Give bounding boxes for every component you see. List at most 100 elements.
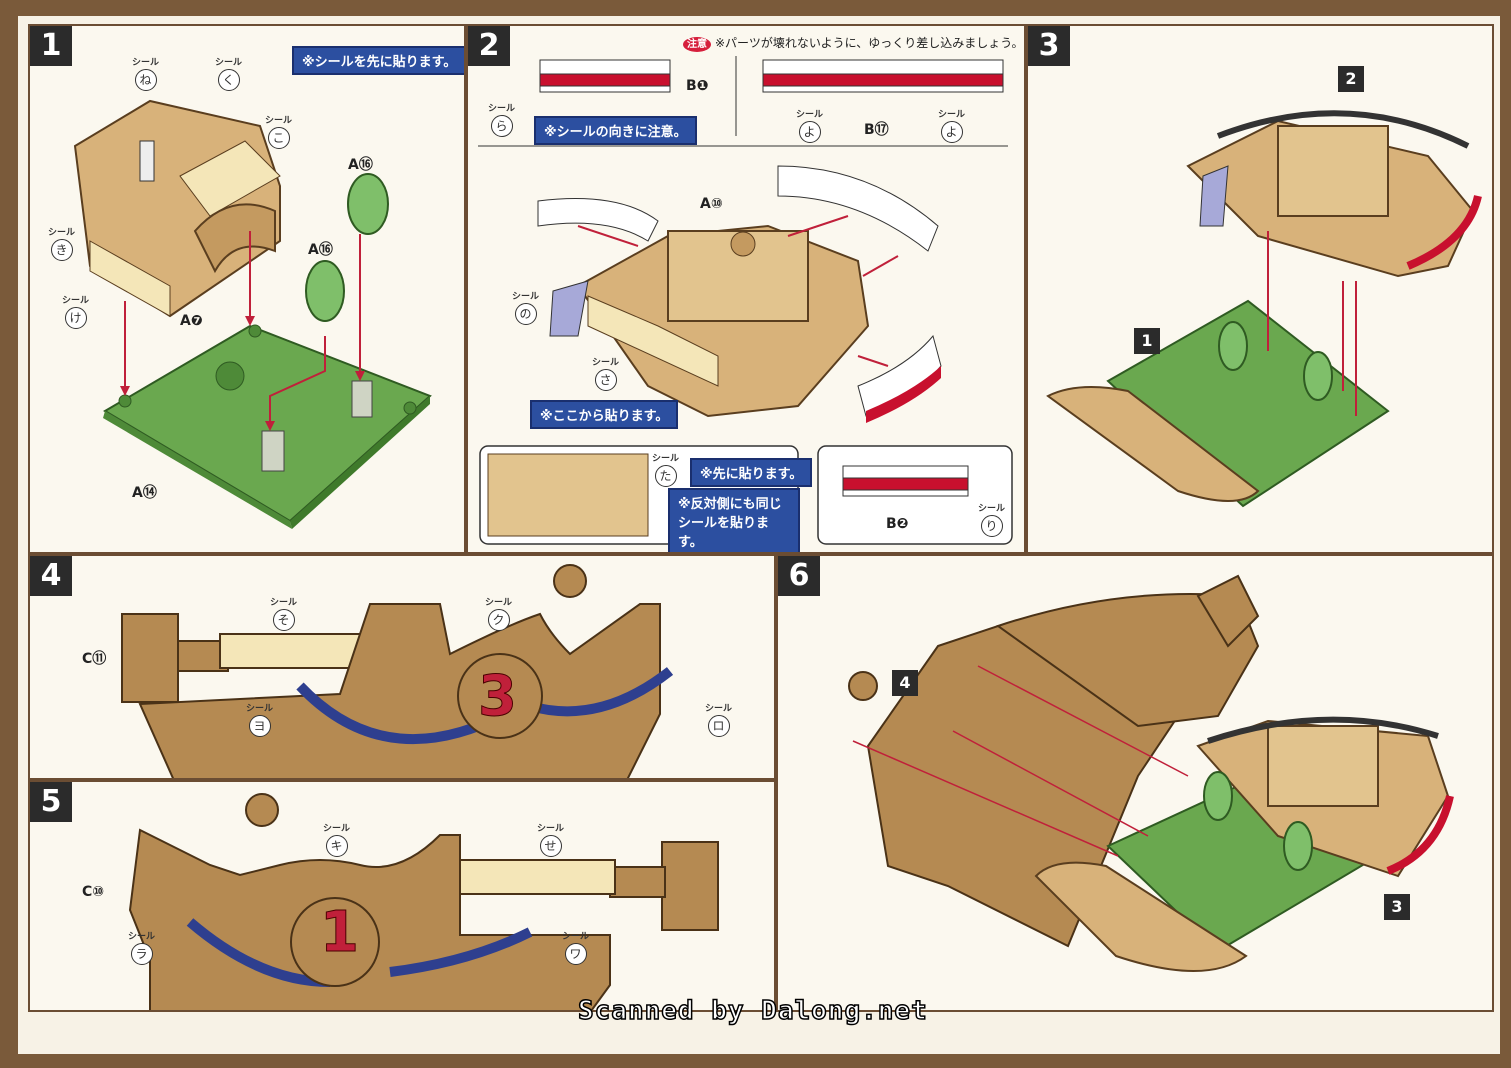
seal-word: シール xyxy=(323,824,351,834)
scan-credit: Scanned by Dalong.net xyxy=(577,995,928,1027)
seal-char: こ xyxy=(267,127,290,149)
seal-word: シール xyxy=(246,704,274,714)
seal-label-ko: シールこ xyxy=(265,116,292,149)
seal-label-ku-kata: シールク xyxy=(485,598,512,631)
seal-word: シール xyxy=(537,824,565,834)
seal-label-ra: シールら xyxy=(488,104,515,137)
seal-char: ら xyxy=(490,115,513,137)
seal-char: り xyxy=(980,515,1003,537)
part-label-c10: C⑩ xyxy=(82,884,105,900)
step-number: 2 xyxy=(468,26,510,66)
step-6-illustration xyxy=(848,574,1454,972)
step-number: 1 xyxy=(30,26,72,66)
seal-char: よ xyxy=(940,121,963,143)
seal-label-wa-kata: シールワ xyxy=(562,932,589,965)
hull-number-1: 1 xyxy=(320,900,360,966)
seal-word: シール xyxy=(592,358,620,368)
part-label-a10: A⑩ xyxy=(700,196,723,212)
part-label-b17: B⑰ xyxy=(864,122,889,138)
hull-number-3: 3 xyxy=(478,664,518,730)
seal-label-ra-kata: シールラ xyxy=(128,932,155,965)
seal-word: シール xyxy=(215,58,243,68)
seal-word: シール xyxy=(265,116,293,126)
seal-word: シール xyxy=(270,598,298,608)
part-label-c11: C⑪ xyxy=(82,651,107,667)
seal-word: シール xyxy=(938,110,966,120)
part-label-a14: A⑭ xyxy=(132,485,157,501)
step-1-illustration xyxy=(73,99,432,529)
seal-word: シール xyxy=(132,58,160,68)
step-number: 4 xyxy=(30,556,72,596)
seal-label-ki: シールき xyxy=(48,228,75,261)
step-2-panel: 2 注意 ※パーツが壊れないように、ゆっくり差し込みましょう。 xyxy=(466,24,1026,554)
seal-char: け xyxy=(64,307,87,329)
seal-word: シール xyxy=(488,104,516,114)
seal-char: た xyxy=(654,465,677,487)
step-5-panel: 5 C⑩ 1 シールキ シールせ シールラ シールワ xyxy=(28,780,776,1012)
step-3-illustration xyxy=(1046,110,1482,508)
ref-step-2: 2 xyxy=(1338,66,1364,92)
seal-label-se: シールせ xyxy=(537,824,564,857)
seal-char: キ xyxy=(325,835,348,857)
seal-word: シール xyxy=(705,704,733,714)
seal-label-ke: シールけ xyxy=(62,296,89,329)
seal-word: シール xyxy=(512,292,540,302)
seal-char: ロ xyxy=(707,715,730,737)
seal-char: ね xyxy=(134,69,157,91)
seal-char: ク xyxy=(487,609,510,631)
note-seal-first: ※シールを先に貼ります。 xyxy=(292,46,464,75)
seal-label-ne: シールね xyxy=(132,58,159,91)
caution-badge: 注意 xyxy=(683,37,711,52)
part-label-a16: A⑯ xyxy=(308,242,333,258)
seal-word: シール xyxy=(652,454,680,464)
part-label-b2: B❷ xyxy=(886,516,909,532)
seal-label-ki-kata: シールキ xyxy=(323,824,350,857)
seal-char: よ xyxy=(798,121,821,143)
seal-label-yo-kata: シールヨ xyxy=(246,704,273,737)
ref-step-3: 3 xyxy=(1384,894,1410,920)
ref-step-1: 1 xyxy=(1134,328,1160,354)
seal-label-yo: シールよ xyxy=(938,110,965,143)
step-number: 5 xyxy=(30,782,72,822)
part-label-a16: A⑯ xyxy=(348,157,373,173)
ref-step-4: 4 xyxy=(892,670,918,696)
seal-char: ワ xyxy=(564,943,587,965)
seal-label-ro-kata: シールロ xyxy=(705,704,732,737)
seal-char: の xyxy=(514,303,537,325)
step-5-illustration xyxy=(128,793,719,1010)
note-apply-first: ※先に貼ります。 xyxy=(690,458,813,487)
seal-word: シール xyxy=(796,110,824,120)
step-6-panel: 6 4 3 xyxy=(776,554,1494,1012)
seal-label-ta: シールた xyxy=(652,454,679,487)
seal-label-sa: シールさ xyxy=(592,358,619,391)
seal-word: シール xyxy=(485,598,513,608)
note-opposite-side: ※反対側にも同じ シールを貼ります。 xyxy=(668,488,800,552)
seal-label-ri: シールり xyxy=(978,504,1005,537)
part-label-a7: A❼ xyxy=(180,313,203,329)
seal-char: く xyxy=(217,69,240,91)
seal-word: シール xyxy=(128,932,156,942)
seal-char: せ xyxy=(539,835,562,857)
seal-label-ku: シールく xyxy=(215,58,242,91)
seal-word: シール xyxy=(562,932,590,942)
seal-char: ラ xyxy=(130,943,153,965)
step-4-panel: 4 C⑪ 3 シールそ シールク シールヨ シールロ xyxy=(28,554,776,780)
seal-label-no: シールの xyxy=(512,292,539,325)
seal-word: シール xyxy=(62,296,90,306)
seal-char: ヨ xyxy=(248,715,271,737)
note-seal-direction: ※シールの向きに注意。 xyxy=(534,116,697,145)
step-1-panel: 1 ※シールを先に貼ります。 シールね シールく シールこ シールき シー xyxy=(28,24,466,554)
seal-label-so: シールそ xyxy=(270,598,297,631)
caution-message: ※パーツが壊れないように、ゆっくり差し込みましょう。 xyxy=(715,36,1024,50)
seal-label-yo: シールよ xyxy=(796,110,823,143)
note-start-here: ※ここから貼ります。 xyxy=(530,400,679,429)
seal-char: き xyxy=(50,239,73,261)
seal-word: シール xyxy=(48,228,76,238)
step-2-illustration xyxy=(478,56,1013,545)
step-4-illustration xyxy=(121,564,674,778)
seal-word: シール xyxy=(978,504,1006,514)
step-3-panel: 3 2 1 xyxy=(1026,24,1494,554)
caution-text: 注意 ※パーツが壊れないように、ゆっくり差し込みましょう。 xyxy=(683,34,1024,52)
step-number: 3 xyxy=(1028,26,1070,66)
step-number: 6 xyxy=(778,556,820,596)
